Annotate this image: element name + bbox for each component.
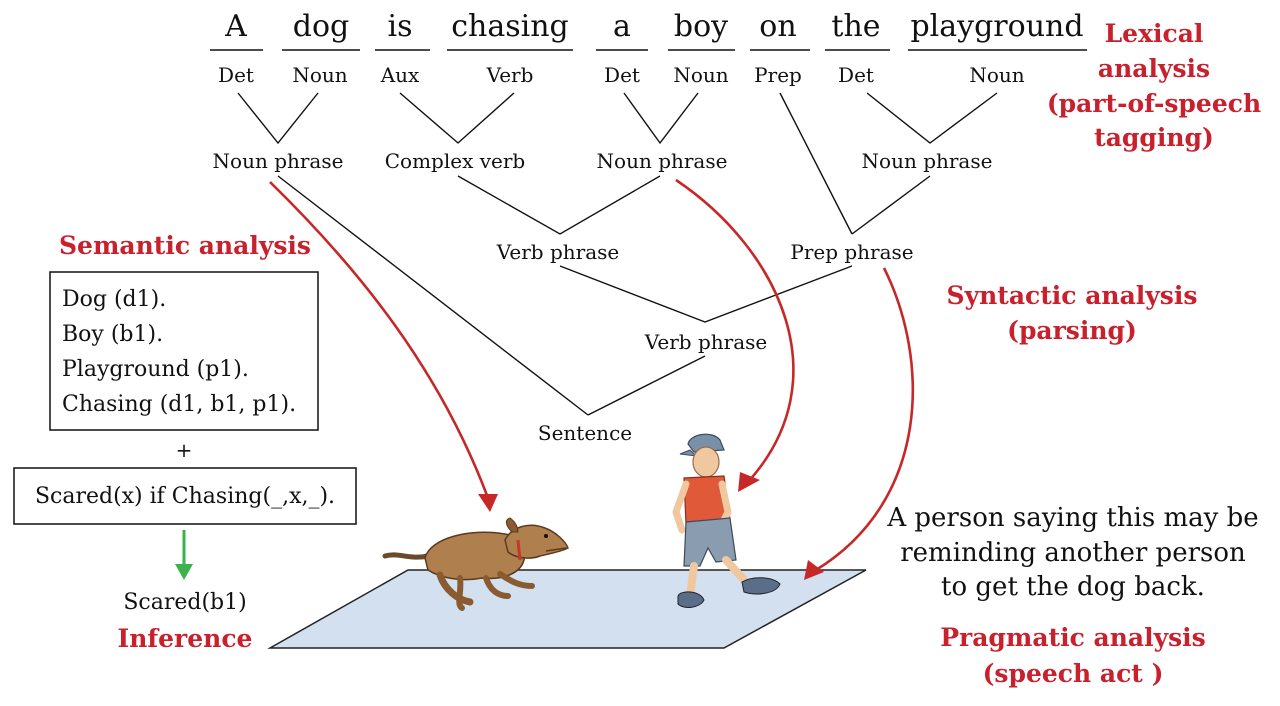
word: is	[388, 9, 413, 44]
inferred-fact: Scared(b1)	[123, 590, 246, 615]
pos-tag: Aux	[380, 63, 420, 87]
inference-label: Inference	[118, 624, 253, 653]
pos-tag: Verb	[486, 63, 534, 87]
syntactic-analysis-label: Syntactic analysis (parsing)	[947, 281, 1198, 345]
svg-text:analysis: analysis	[1098, 54, 1210, 83]
svg-text:to get the dog back.: to get the dog back.	[941, 572, 1205, 602]
pos-tags: Det Noun Aux Verb Det Noun Prep Det Noun	[218, 63, 1025, 87]
svg-text:Lexical: Lexical	[1105, 19, 1204, 48]
parse-tree-lines	[237, 92, 998, 416]
svg-text:A person saying this may be: A person saying this may be	[886, 503, 1258, 533]
word: dog	[293, 9, 349, 44]
verb-phrase-node: Verb phrase	[644, 330, 767, 354]
svg-text:(part-of-speech: (part-of-speech	[1047, 89, 1261, 118]
semantic-box	[49, 271, 319, 431]
sentence-node: Sentence	[538, 421, 632, 445]
svg-text:reminding another person: reminding another person	[900, 538, 1246, 568]
pos-tag: Det	[604, 63, 640, 87]
pos-tag: Det	[218, 63, 254, 87]
semantic-fact: Playground (p1).	[62, 357, 249, 382]
plus-sign: +	[176, 438, 193, 462]
rule-text: Scared(x) if Chasing(_,x,_).	[35, 484, 335, 509]
pos-tag: Noun	[292, 63, 347, 87]
word: on	[759, 9, 796, 44]
dog-illustration	[382, 517, 569, 611]
pragmatic-text: A person saying this may be reminding an…	[886, 503, 1258, 602]
prep-phrase-node: Prep phrase	[790, 240, 913, 264]
word: the	[831, 9, 880, 44]
phrase-nodes: Noun phrase Complex verb Noun phrase Nou…	[213, 149, 993, 445]
noun-phrase-node: Noun phrase	[862, 149, 993, 173]
semantic-analysis-label: Semantic analysis	[59, 231, 311, 260]
pos-tag: Noun	[673, 63, 728, 87]
boy-illustration	[672, 433, 781, 608]
noun-phrase-node: Noun phrase	[213, 149, 344, 173]
svg-text:(speech act ): (speech act )	[983, 659, 1164, 688]
pos-tag: Det	[838, 63, 874, 87]
pos-tag: Noun	[969, 63, 1024, 87]
semantic-facts: Dog (d1). Boy (b1). Playground (p1). Cha…	[62, 287, 296, 417]
semantic-fact: Chasing (d1, b1, p1).	[62, 392, 296, 417]
svg-text:Syntactic analysis: Syntactic analysis	[947, 281, 1198, 310]
semantic-fact: Boy (b1).	[62, 322, 163, 347]
verb-phrase-node: Verb phrase	[496, 240, 619, 264]
word: boy	[674, 9, 728, 44]
lexical-analysis-label: Lexical analysis (part-of-speech tagging…	[1047, 19, 1261, 152]
svg-text:Pragmatic analysis: Pragmatic analysis	[940, 623, 1206, 652]
inference-arrow	[175, 530, 193, 580]
red-arrows	[269, 178, 915, 580]
svg-text:(parsing): (parsing)	[1007, 316, 1137, 345]
noun-phrase-node: Noun phrase	[597, 149, 728, 173]
word: chasing	[451, 9, 569, 44]
sentence-words: A dog is chasing a boy on the playground	[224, 9, 1083, 44]
complex-verb-node: Complex verb	[385, 149, 525, 173]
playground-illustration	[267, 569, 867, 649]
pragmatic-analysis-label: Pragmatic analysis (speech act )	[940, 623, 1206, 688]
word: playground	[910, 9, 1083, 44]
pos-tag: Prep	[754, 63, 802, 87]
semantic-fact: Dog (d1).	[62, 287, 166, 312]
rule-box	[13, 467, 357, 525]
svg-text:tagging): tagging)	[1094, 123, 1214, 152]
word: a	[613, 9, 631, 44]
word: A	[224, 9, 247, 44]
